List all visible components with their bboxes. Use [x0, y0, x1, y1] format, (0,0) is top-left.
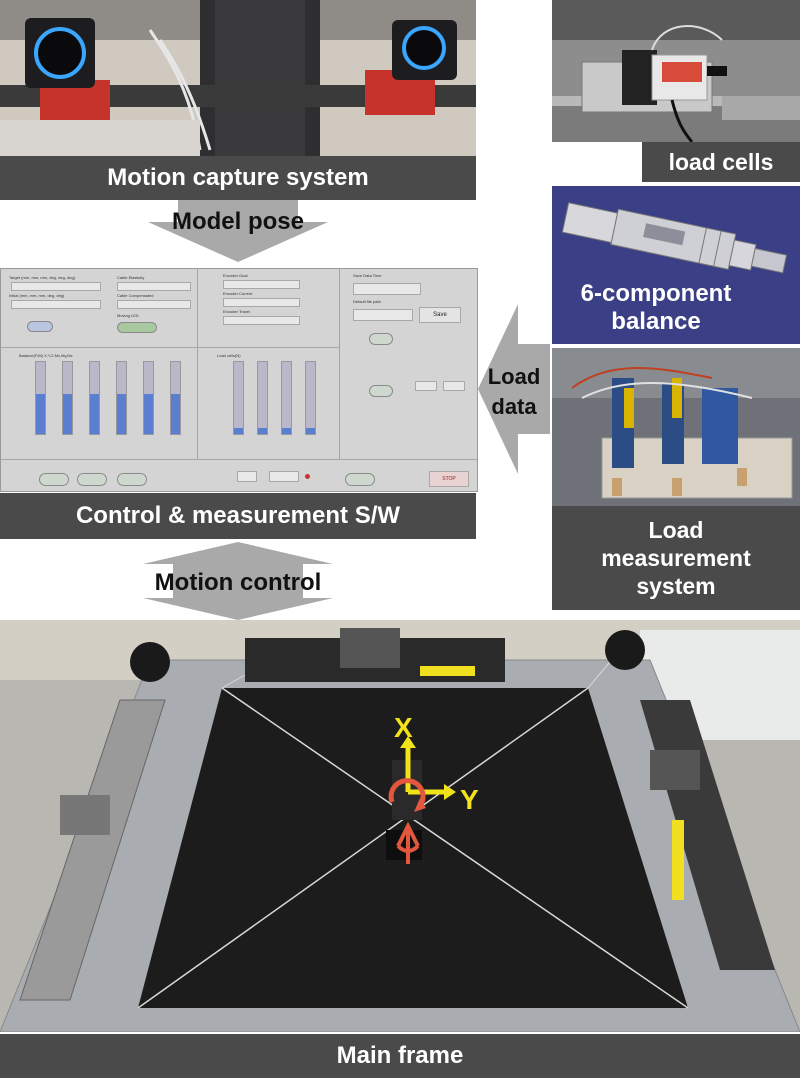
axis-overlay	[388, 736, 456, 864]
model-zero-button[interactable]	[369, 385, 393, 397]
motion-control-arrow	[143, 542, 333, 620]
balance-bar-fill	[63, 394, 72, 434]
model-pose-arrow	[148, 200, 328, 262]
x-axis-label: X	[394, 712, 413, 743]
save-button[interactable]: Save	[419, 307, 461, 323]
balance-bar-fill	[144, 394, 153, 434]
status-indicator	[305, 474, 310, 479]
model-pose-label: Model pose	[171, 208, 304, 235]
six-component-balance-image	[552, 186, 800, 344]
moving-step-field[interactable]	[237, 471, 257, 482]
stop-label: STOP	[442, 476, 456, 482]
tare-measure-field[interactable]	[415, 381, 437, 391]
load-bar-fill	[258, 428, 267, 434]
goto-initial-button[interactable]	[27, 321, 53, 332]
moving-led-indicators	[117, 322, 157, 333]
load-bar-fill	[282, 428, 291, 434]
target-pose-field[interactable]	[11, 282, 101, 291]
test-drv-button[interactable]	[39, 473, 69, 486]
load-bar-fill	[234, 428, 243, 434]
main-frame-caption: Main frame	[0, 1034, 800, 1078]
load-bar-3	[281, 361, 292, 435]
load-cells-photo	[552, 0, 800, 142]
cable-elasticity-field[interactable]	[117, 282, 191, 291]
six-component-caption: 6-component balance	[580, 280, 732, 335]
balance-bar-4	[116, 361, 127, 435]
test-encoder-button[interactable]	[345, 473, 375, 486]
save-label: Save	[433, 312, 447, 318]
save-data-time-field[interactable]	[353, 283, 421, 295]
motion-capture-photo	[0, 0, 476, 156]
balance-bar-6	[170, 361, 181, 435]
angle-zero-button[interactable]	[369, 333, 393, 345]
encoder-current-field[interactable]	[223, 298, 300, 307]
balance-bar-1	[35, 361, 46, 435]
load-measurement-caption: Load measurement system	[552, 506, 800, 610]
encoder-travel-field[interactable]	[223, 316, 300, 325]
test-balance-button[interactable]	[117, 473, 147, 486]
balance-bar-2	[62, 361, 73, 435]
motion-control-label: Motion control	[154, 569, 322, 596]
load-bar-4	[305, 361, 316, 435]
load-data-label: Load data	[487, 364, 541, 419]
x-axis-arrowhead	[400, 736, 416, 748]
rotation-arc	[388, 778, 426, 808]
balance-bar-fill	[171, 394, 180, 434]
control-software-panel: Target (mm, mm, mm, deg, deg, deg) Initi…	[0, 268, 478, 492]
load-bar-fill	[306, 428, 315, 434]
cable-compensated-field[interactable]	[117, 300, 191, 309]
test-loadcell-button[interactable]	[77, 473, 107, 486]
motion-capture-caption: Motion capture system	[0, 156, 476, 200]
balance-bar-fill	[36, 394, 45, 434]
stop-button[interactable]: STOP	[429, 471, 469, 487]
balance-bar-fill	[90, 394, 99, 434]
y-axis-arrowhead	[444, 784, 456, 800]
initial-pose-field[interactable]	[11, 300, 101, 309]
load-bar-1	[233, 361, 244, 435]
encoder-goal-field[interactable]	[223, 280, 300, 289]
balance-bar-3	[89, 361, 100, 435]
load-data-arrow	[478, 304, 550, 474]
load-measurement-photo	[552, 348, 800, 506]
load-bar-2	[257, 361, 268, 435]
balance-bar-5	[143, 361, 154, 435]
file-path-select[interactable]	[353, 309, 413, 321]
load-cells-caption: load cells	[642, 142, 800, 182]
control-sw-caption: Control & measurement S/W	[0, 493, 476, 539]
data-no-field[interactable]	[443, 381, 465, 391]
cable-select-field[interactable]	[269, 471, 299, 482]
balance-bar-fill	[117, 394, 126, 434]
y-axis-label: Y	[460, 784, 479, 815]
